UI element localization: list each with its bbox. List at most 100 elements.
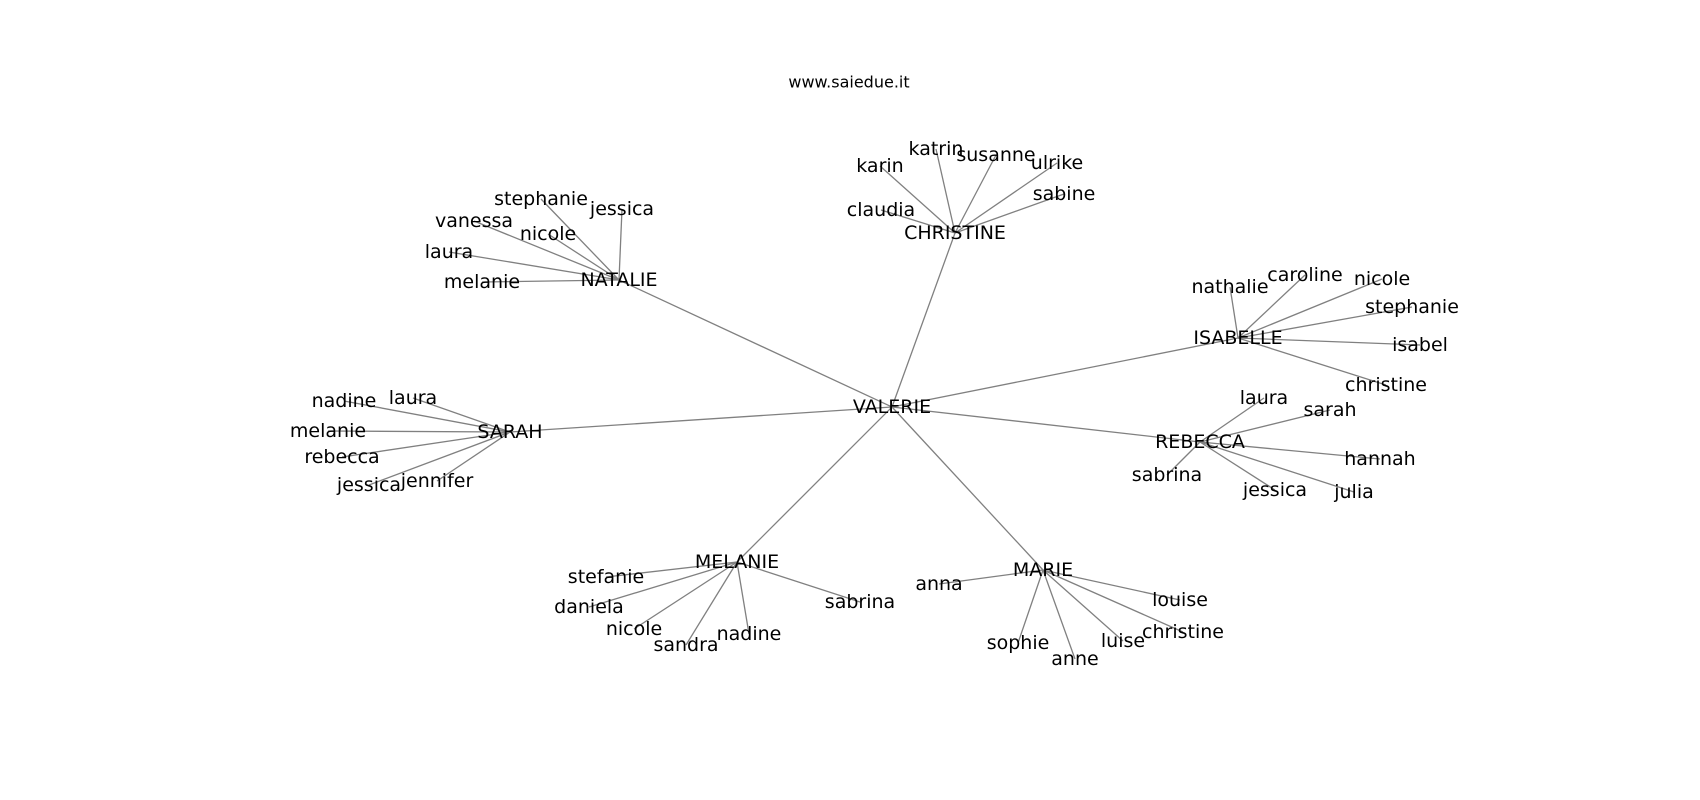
edge-marie-luise: [1042, 569, 1124, 642]
node-isabelle-nicole: nicole: [1354, 268, 1410, 290]
edge-sarah-melanie: [327, 430, 511, 433]
edge-melanie-daniela: [588, 561, 738, 608]
node-rebecca-sarah: sarah: [1303, 399, 1356, 421]
edge-sarah-laura: [412, 397, 511, 433]
node-rebecca-hannah: hannah: [1344, 448, 1415, 470]
edge-christine-susanne: [954, 154, 997, 234]
edge-marie-sophie: [1017, 569, 1044, 644]
node-hub-christine: CHRISTINE: [904, 222, 1006, 244]
node-hub-isabelle: ISABELLE: [1193, 327, 1282, 349]
edge-melanie-sabrina: [736, 561, 861, 603]
edge-natalie-jessica: [618, 208, 623, 281]
node-christine-claudia: claudia: [847, 199, 915, 221]
edge-isabelle-nicole: [1237, 278, 1383, 339]
edge-natalie-melanie: [481, 279, 620, 283]
node-root-valerie: VALERIE: [853, 396, 931, 418]
node-hub-rebecca: REBECCA: [1155, 431, 1245, 453]
edge-rebecca-julia: [1199, 441, 1355, 493]
node-hub-marie: MARIE: [1013, 559, 1073, 581]
edge-isabelle-stephanie: [1237, 306, 1413, 339]
edge-valerie-christine: [891, 232, 956, 408]
node-rebecca-laura: laura: [1240, 387, 1288, 409]
node-christine-katrin: katrin: [909, 138, 964, 160]
edge-christine-katrin: [935, 148, 956, 234]
edge-melanie-nicole: [633, 561, 738, 630]
node-christine-ulrike: ulrike: [1031, 152, 1083, 174]
edge-natalie-vanessa: [473, 220, 620, 281]
edge-isabelle-isabel: [1237, 337, 1421, 346]
node-isabelle-nathalie: nathalie: [1191, 276, 1268, 298]
node-sarah-melanie: melanie: [290, 420, 366, 442]
edge-isabelle-nathalie: [1229, 286, 1239, 339]
node-isabelle-isabel: isabel: [1392, 334, 1448, 356]
edge-christine-ulrike: [954, 162, 1058, 234]
node-natalie-stephanie: stephanie: [494, 188, 588, 210]
edge-valerie-sarah: [509, 406, 893, 433]
node-marie-christine: christine: [1142, 621, 1224, 643]
graph-title: www.saiedue.it: [788, 73, 909, 92]
edge-sarah-nadine: [343, 400, 511, 433]
node-melanie-nadine: nadine: [717, 623, 782, 645]
edge-marie-anna: [938, 569, 1044, 585]
edge-rebecca-sabrina: [1166, 441, 1201, 476]
node-rebecca-jessica: jessica: [1242, 479, 1307, 501]
edge-valerie-natalie: [618, 279, 893, 408]
edge-natalie-nicole: [547, 233, 620, 281]
edge-melanie-stefanie: [605, 561, 738, 578]
node-isabelle-stephanie: stephanie: [1365, 296, 1459, 318]
edge-sarah-jennifer: [436, 431, 511, 482]
edge-rebecca-jessica: [1199, 441, 1276, 491]
node-hub-melanie: MELANIE: [695, 551, 779, 573]
edges-layer: [327, 148, 1421, 660]
node-sarah-laura: laura: [389, 387, 437, 409]
node-melanie-daniela: daniela: [554, 596, 624, 618]
edge-valerie-isabelle: [891, 337, 1239, 408]
node-christine-susanne: susanne: [956, 144, 1035, 166]
edge-rebecca-sarah: [1199, 409, 1331, 443]
edge-valerie-marie: [891, 406, 1044, 571]
node-marie-sophie: sophie: [987, 632, 1050, 654]
node-christine-sabine: sabine: [1033, 183, 1096, 205]
edge-isabelle-caroline: [1237, 274, 1306, 339]
node-natalie-vanessa: vanessa: [435, 210, 513, 232]
edge-marie-anne: [1042, 569, 1076, 660]
node-marie-anne: anne: [1051, 648, 1098, 670]
node-isabelle-caroline: caroline: [1267, 264, 1342, 286]
edge-marie-christine: [1042, 569, 1184, 633]
node-hub-sarah: SARAH: [477, 421, 542, 443]
node-melanie-sandra: sandra: [653, 634, 718, 656]
node-natalie-melanie: melanie: [444, 271, 520, 293]
node-hub-natalie: NATALIE: [580, 269, 657, 291]
edge-valerie-rebecca: [891, 406, 1201, 443]
edge-valerie-melanie: [736, 406, 893, 563]
node-sarah-jessica: jessica: [336, 474, 401, 496]
node-sarah-nadine: nadine: [312, 390, 377, 412]
edge-sarah-jessica: [368, 431, 511, 486]
edge-marie-louise: [1042, 569, 1181, 601]
node-sarah-rebecca: rebecca: [304, 446, 379, 468]
edge-rebecca-hannah: [1199, 441, 1381, 460]
node-marie-luise: luise: [1101, 630, 1145, 652]
edge-christine-claudia: [880, 209, 956, 234]
edge-melanie-sandra: [685, 561, 738, 646]
node-melanie-stefanie: stefanie: [568, 566, 644, 588]
node-rebecca-sabrina: sabrina: [1132, 464, 1202, 486]
node-melanie-nicole: nicole: [606, 618, 662, 640]
edge-rebecca-laura: [1199, 397, 1265, 443]
node-melanie-sabrina: sabrina: [825, 591, 895, 613]
node-sarah-jennifer: jennifer: [400, 470, 474, 492]
edge-melanie-nadine: [736, 561, 750, 635]
edge-christine-karin: [879, 165, 956, 234]
node-rebecca-julia: julia: [1333, 481, 1374, 503]
node-natalie-nicole: nicole: [520, 223, 576, 245]
node-natalie-laura: laura: [425, 241, 473, 263]
edge-natalie-laura: [448, 251, 620, 281]
node-christine-karin: karin: [856, 155, 903, 177]
node-isabelle-christine: christine: [1345, 374, 1427, 396]
edge-natalie-stephanie: [540, 198, 620, 281]
node-marie-anna: anna: [915, 573, 962, 595]
edge-sarah-rebecca: [341, 431, 511, 458]
edge-isabelle-christine: [1237, 337, 1387, 386]
